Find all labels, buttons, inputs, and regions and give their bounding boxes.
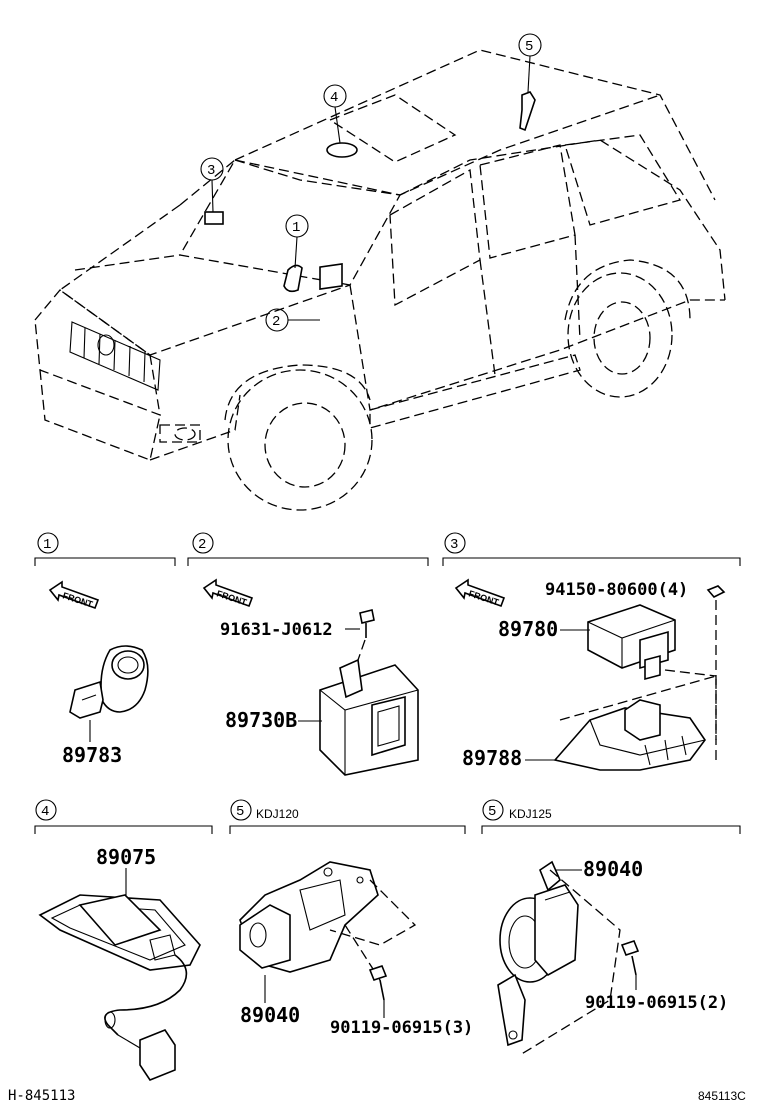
part-89788-drawing bbox=[553, 669, 717, 771]
part-89040-kdj125-drawing bbox=[497, 860, 621, 1056]
callout-1-label: 1 bbox=[292, 220, 300, 236]
part-90119-bolt-a-drawing bbox=[368, 965, 388, 1001]
part-label-91631-J0612: 91631-J0612 bbox=[220, 620, 333, 640]
vehicle-module-3 bbox=[204, 211, 224, 225]
part-label-89780: 89780 bbox=[498, 617, 558, 641]
front-arrow-1: FRONT bbox=[48, 580, 100, 610]
callout-2: 2 bbox=[265, 308, 320, 332]
part-label-94150-80600: 94150-80600(4) bbox=[545, 580, 688, 600]
part-89730B-drawing bbox=[319, 658, 419, 776]
part-label-89040-kdj125: 89040 bbox=[583, 857, 643, 881]
part-89783-drawing bbox=[69, 645, 149, 742]
part-label-89040-kdj120: 89040 bbox=[240, 1003, 300, 1027]
part-90119-bolt-b-drawing bbox=[620, 940, 640, 990]
section-3-number: 3 bbox=[450, 537, 458, 553]
callout-3-label: 3 bbox=[207, 163, 215, 179]
section-1-header: 1 bbox=[37, 532, 59, 554]
callout-5-label: 5 bbox=[525, 39, 533, 55]
part-label-89788: 89788 bbox=[462, 746, 522, 770]
callout-4-label: 4 bbox=[330, 90, 338, 106]
section-5b-variant: KDJ125 bbox=[509, 807, 552, 821]
part-label-89075: 89075 bbox=[96, 845, 156, 869]
part-label-90119-06915-2: 90119-06915(2) bbox=[585, 993, 728, 1013]
vehicle-illustration bbox=[34, 49, 726, 511]
footer-left-code: H-845113 bbox=[8, 1088, 75, 1104]
section-4-number: 4 bbox=[41, 804, 49, 820]
section-5a-header: 5 KDJ120 bbox=[230, 799, 299, 821]
part-89040-kdj120-drawing bbox=[239, 861, 417, 981]
part-89075-drawing bbox=[38, 894, 201, 1081]
section-1-number: 1 bbox=[43, 537, 51, 553]
part-label-89783: 89783 bbox=[62, 743, 122, 767]
vehicle-sensor-1 bbox=[283, 264, 303, 293]
part-label-90119-06915-3: 90119-06915(3) bbox=[330, 1018, 473, 1038]
front-arrow-2: FRONT bbox=[202, 578, 254, 608]
vehicle-module-2 bbox=[319, 263, 343, 290]
section-5b-header: 5 KDJ125 bbox=[482, 799, 552, 821]
footer-right-code: 845113C bbox=[698, 1089, 746, 1103]
callout-4: 4 bbox=[323, 84, 347, 144]
section-dividers bbox=[34, 557, 741, 834]
section-5b-number: 5 bbox=[488, 804, 496, 820]
part-91631-bolt-drawing bbox=[357, 609, 375, 661]
callout-1: 1 bbox=[285, 214, 309, 269]
section-4-header: 4 bbox=[35, 799, 57, 821]
section-2-number: 2 bbox=[198, 537, 206, 553]
callout-3: 3 bbox=[200, 157, 224, 213]
section-2-header: 2 bbox=[192, 532, 214, 554]
part-label-89730B: 89730B bbox=[225, 708, 297, 732]
section-5a-variant: KDJ120 bbox=[256, 807, 299, 821]
callout-2-label: 2 bbox=[272, 314, 280, 330]
section-5a-number: 5 bbox=[236, 804, 244, 820]
vehicle-light-4 bbox=[326, 142, 358, 158]
section-3-header: 3 bbox=[444, 532, 466, 554]
vehicle-horn-5 bbox=[519, 91, 536, 132]
callout-5: 5 bbox=[518, 33, 542, 93]
front-arrow-3: FRONT bbox=[454, 578, 506, 608]
part-89780-drawing bbox=[587, 604, 676, 681]
